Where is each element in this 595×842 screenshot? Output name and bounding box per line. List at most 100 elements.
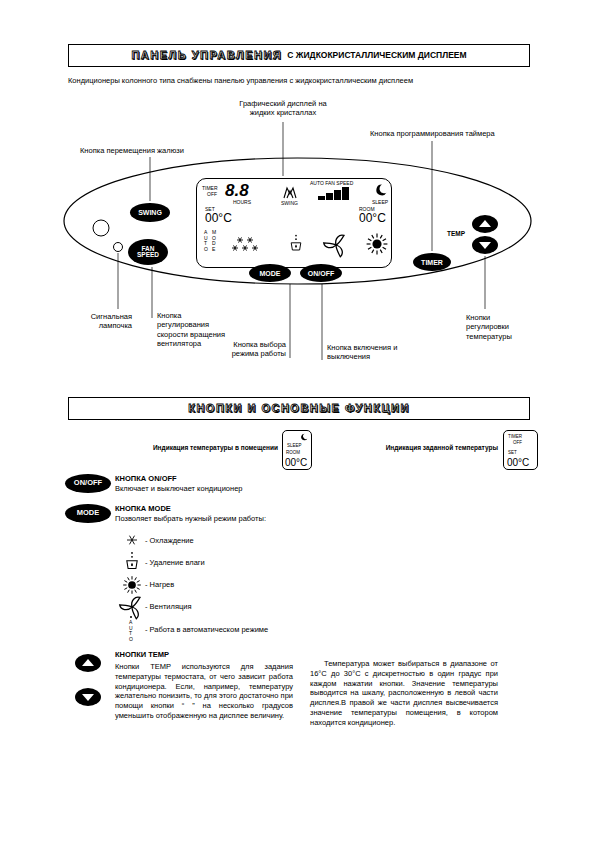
heading-label: КНОПКИ TEMP [115, 650, 169, 659]
sun-ray [137, 581, 140, 583]
sun-ray [376, 234, 377, 238]
button-body [75, 688, 101, 706]
button-label: MODE [260, 270, 281, 277]
snowflake-stroke [249, 237, 252, 242]
sun-ray [132, 591, 133, 594]
sun-ray [138, 585, 141, 586]
sun-ray [123, 585, 126, 586]
heading-label: КНОПКА MODE [115, 504, 171, 513]
button-body [75, 654, 101, 672]
display-text: 8.8 [225, 182, 249, 199]
cup-outline [291, 243, 301, 250]
snowflake-stroke [244, 245, 247, 250]
button-label: ON/OFF [308, 270, 334, 277]
button-label: FAN SPEED [134, 246, 162, 259]
display-text: SWING [281, 201, 298, 206]
lamp-outer [93, 220, 109, 236]
button-body [472, 236, 498, 254]
callout-label: Позволяет выбрать нужный режим работы: [115, 514, 266, 523]
snowflake-stroke [239, 237, 242, 242]
sun-ray [135, 590, 137, 593]
button-triangle [479, 220, 491, 227]
display-text: TEMP [447, 231, 465, 238]
onoff-button: ON/OFF [300, 264, 342, 282]
fan-bar [342, 187, 349, 200]
fan-blade [336, 235, 344, 245]
callout-label: Кнопка программирования таймера [370, 129, 495, 138]
sun-ray [372, 250, 374, 253]
snowflake-icon [247, 237, 253, 242]
moon-icon [301, 434, 307, 441]
fan-blade [323, 238, 336, 250]
room-temp-display: SLEEPROOM00°C [282, 430, 312, 470]
lcd-fan-bars [318, 187, 349, 200]
snowflake-icon [242, 245, 248, 250]
section-band: КНОПКИ И ОСНОВНЫЕ ФУНКЦИИ [68, 397, 530, 420]
cup-outline [127, 561, 137, 569]
swing-stroke [287, 191, 293, 198]
snowflake-stroke [249, 237, 252, 242]
snowflake-icon [252, 245, 258, 250]
lamp-small [114, 243, 123, 252]
fan-speed-button: FAN SPEED [128, 239, 168, 265]
button-body [472, 215, 498, 233]
fan-blade [132, 597, 140, 607]
display-text: SET [508, 451, 517, 456]
sun-disc [128, 581, 136, 589]
set-temp-display: TIMEROFFSET00°C [503, 430, 538, 470]
button-triangle [82, 659, 94, 666]
callout-label: - Нагрев [145, 580, 174, 589]
sun-ray [135, 577, 137, 580]
drop-dot [295, 238, 297, 240]
display-text: 00°C [359, 212, 386, 224]
heading-label: Индикация температуры в помещении [128, 444, 278, 452]
fan-icon [119, 597, 140, 619]
sun-ray [368, 239, 371, 241]
mode-button: MODE [65, 504, 111, 523]
callout-label: - Вентиляция [145, 602, 192, 611]
callout-label: Кондиционеры колонного типа снабжены пан… [68, 76, 413, 85]
drop-dot [295, 235, 297, 237]
sun-ray [367, 243, 371, 244]
sun-disc [372, 239, 381, 248]
heading-label: Индикация заданной температуры [348, 444, 498, 452]
leader-line [432, 141, 433, 251]
fan-blade [119, 600, 132, 612]
button-triangle [479, 242, 491, 249]
temp-up-button [472, 215, 498, 233]
callout-label: - Удаление влаги [145, 558, 205, 567]
snowflake-icon [127, 536, 137, 545]
dehumidify-icon [127, 552, 137, 569]
sun-ray [383, 239, 386, 241]
sun-ray [137, 588, 140, 590]
heading-text: КНОПКИ И ОСНОВНЫЕ ФУНКЦИИ [188, 403, 410, 414]
leader-line [290, 284, 291, 358]
sun-ray [384, 243, 388, 244]
display-text: 00°C [507, 458, 529, 468]
display-text: OFF [207, 192, 217, 197]
mode-button: MODE [249, 264, 291, 282]
display-text: SLEEP [287, 444, 302, 449]
swing-button: SWING [130, 203, 170, 222]
snowflake-stroke [130, 536, 135, 545]
control-panel: TEMPTIMEROFF8.8HOURSSWINGAUTO FAN SPEEDS… [63, 157, 532, 285]
lcd-display: TIMEROFF8.8HOURSSWINGAUTO FAN SPEEDSLEEP… [196, 178, 392, 268]
title-band: ПАНЕЛЬ УПРАВЛЕНИЯС ЖИДКОКРИСТАЛЛИЧЕСКИМ … [68, 44, 530, 67]
callout-label: Температура может выбираться в диапазоне… [310, 659, 498, 727]
sun-ray [372, 235, 374, 238]
sun-icon [367, 234, 388, 255]
sun-ray [376, 251, 377, 255]
timer-button: TIMER [413, 253, 451, 271]
snowflake-stroke [254, 245, 257, 250]
swing-icon [284, 188, 296, 198]
water-drop [295, 245, 297, 248]
display-text: OFF [513, 441, 522, 446]
leader-line [485, 256, 486, 309]
callout-label: Кнопки TEMP используются для задания тем… [115, 662, 293, 721]
sun-icon [123, 576, 141, 594]
button-label: ON/OFF [74, 479, 102, 487]
